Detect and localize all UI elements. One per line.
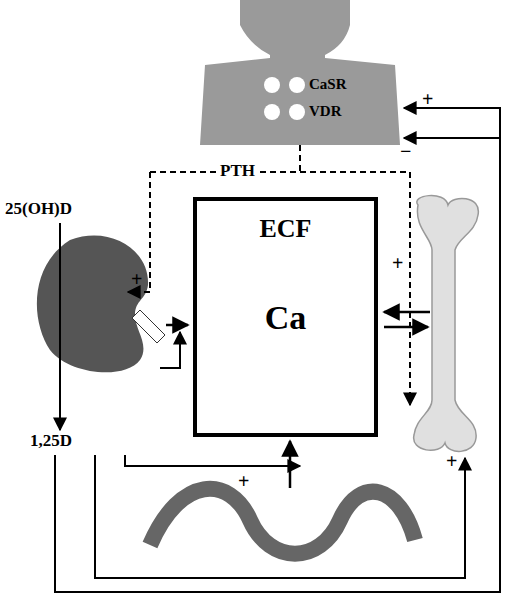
pth-dashed-line — [150, 171, 410, 173]
bone — [414, 196, 479, 452]
parathyroid-neck: CaSR VDR — [195, 0, 405, 145]
sign-label: + — [238, 470, 249, 492]
bone-to-ecf — [384, 311, 430, 314]
sign-label: + — [422, 88, 433, 110]
inhibition-arrow — [404, 137, 500, 139]
sign-label: − — [400, 140, 411, 162]
sign-label: + — [446, 450, 457, 472]
sign-label: + — [131, 268, 142, 290]
hormone-label: PTH — [216, 162, 259, 181]
metabolite-label: 25(OH)D — [5, 200, 72, 219]
calcitriol-to-kidney-flux — [160, 332, 180, 368]
pth-from-gland — [299, 145, 301, 172]
kidney-to-ecf — [166, 324, 188, 327]
compartment-title: ECF — [197, 215, 374, 244]
conversion-arrow — [59, 223, 61, 430]
calcitriol-to-bone — [95, 455, 465, 578]
ureter — [132, 310, 165, 343]
calcitriol-to-parathyroid — [55, 108, 500, 592]
intestine-to-ecf — [289, 441, 292, 488]
receptor-label: VDR — [309, 103, 342, 120]
pth-to-kidney — [128, 172, 150, 292]
calcitriol-to-intestine — [125, 455, 300, 466]
ion-label: Ca — [197, 299, 374, 336]
kidney — [37, 236, 148, 373]
neck-silhouette — [195, 0, 405, 145]
intestine — [150, 489, 415, 554]
receptor-label: CaSR — [309, 76, 347, 93]
pth-to-bone — [409, 172, 411, 405]
metabolite-label: 1,25D — [30, 432, 72, 451]
sign-label: + — [392, 252, 403, 274]
ecf-to-bone — [384, 326, 428, 329]
ecf-compartment: ECF Ca — [193, 197, 378, 437]
